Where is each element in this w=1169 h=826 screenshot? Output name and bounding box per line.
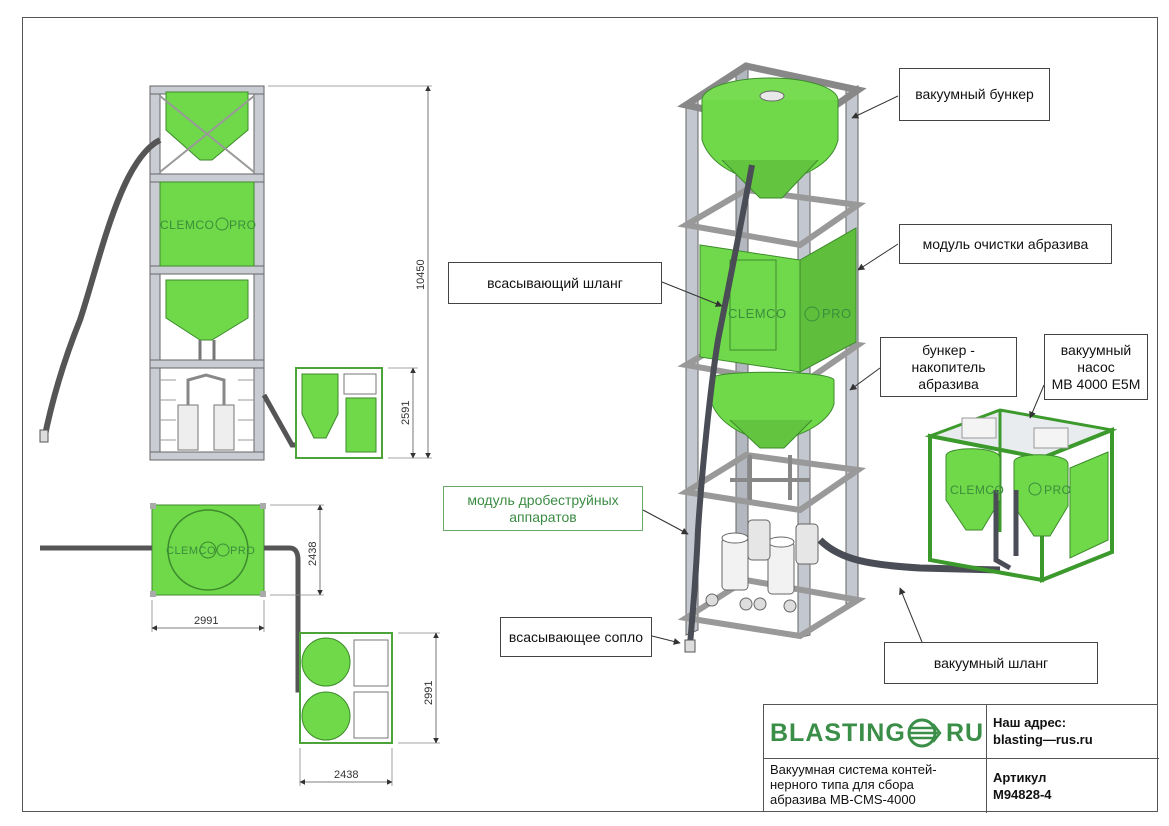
pump-brand-right: PRO: [1044, 483, 1072, 497]
elevation-view: CLEMCO PRO 10450 2591: [39, 85, 432, 461]
isometric-view: CLEMCO PRO: [677, 62, 1118, 653]
address-label: Наш адрес:: [993, 715, 1067, 730]
pump-brand-left: CLEMCO: [950, 483, 1004, 497]
drawing-frame: [22, 17, 1158, 812]
dimension-lower-height: 2591: [400, 401, 412, 425]
blasting-ru-logo: BLASTING RU: [764, 705, 987, 759]
dimension-top-depth: 2438: [307, 542, 319, 566]
label-cleaning-module: модуль очистки абразива: [899, 224, 1112, 264]
label-vacuum-hopper: вакуумный бункер: [899, 68, 1050, 121]
plan-brand-right: PRO: [230, 545, 255, 557]
plan-view: CLEMCO PRO 2991 2438 2991 2438: [40, 503, 440, 786]
label-blast-module: модуль дробеструйных аппаратов: [443, 486, 643, 531]
elevation-brand-right: PRO: [229, 218, 257, 232]
address-value: blasting—rus.ru: [993, 732, 1093, 747]
address-cell: Наш адрес: blasting—rus.ru: [987, 705, 1159, 759]
dimension-pump-depth: 2991: [423, 681, 435, 705]
logo-arrow-icon: [907, 718, 942, 748]
label-suction-nozzle: всасывающее сопло: [500, 617, 652, 657]
description-cell: Вакуумная система контей- нерного типа д…: [764, 759, 987, 813]
logo-left-text: BLASTING: [770, 719, 906, 747]
label-vacuum-hose: вакуумный шланг: [884, 642, 1098, 684]
dimension-total-height: 10450: [415, 259, 427, 290]
iso-brand-right: PRO: [822, 306, 852, 321]
article-cell: Артикул M94828-4: [987, 759, 1159, 813]
plan-brand-left: CLEMCO: [166, 545, 216, 557]
article-value: M94828-4: [993, 787, 1052, 802]
clemco-logo-icons: [215, 217, 1042, 557]
elevation-brand-left: CLEMCO: [160, 218, 214, 232]
title-block: BLASTING RU Наш адрес: blasting—rus.ru В…: [763, 704, 1159, 813]
logo-right-text: RU: [946, 719, 985, 747]
leader-lines: [642, 95, 1045, 645]
iso-brand-left: CLEMCO: [728, 306, 787, 321]
label-storage-hopper: бункер - накопитель абразива: [880, 337, 1017, 397]
label-suction-hose: всасывающий шланг: [448, 262, 662, 304]
article-label: Артикул: [993, 770, 1047, 785]
label-vacuum-pump: вакуумный насос MB 4000 E5M: [1044, 334, 1148, 400]
dimension-pump-width: 2438: [334, 769, 358, 781]
dimension-top-width: 2991: [194, 615, 218, 627]
